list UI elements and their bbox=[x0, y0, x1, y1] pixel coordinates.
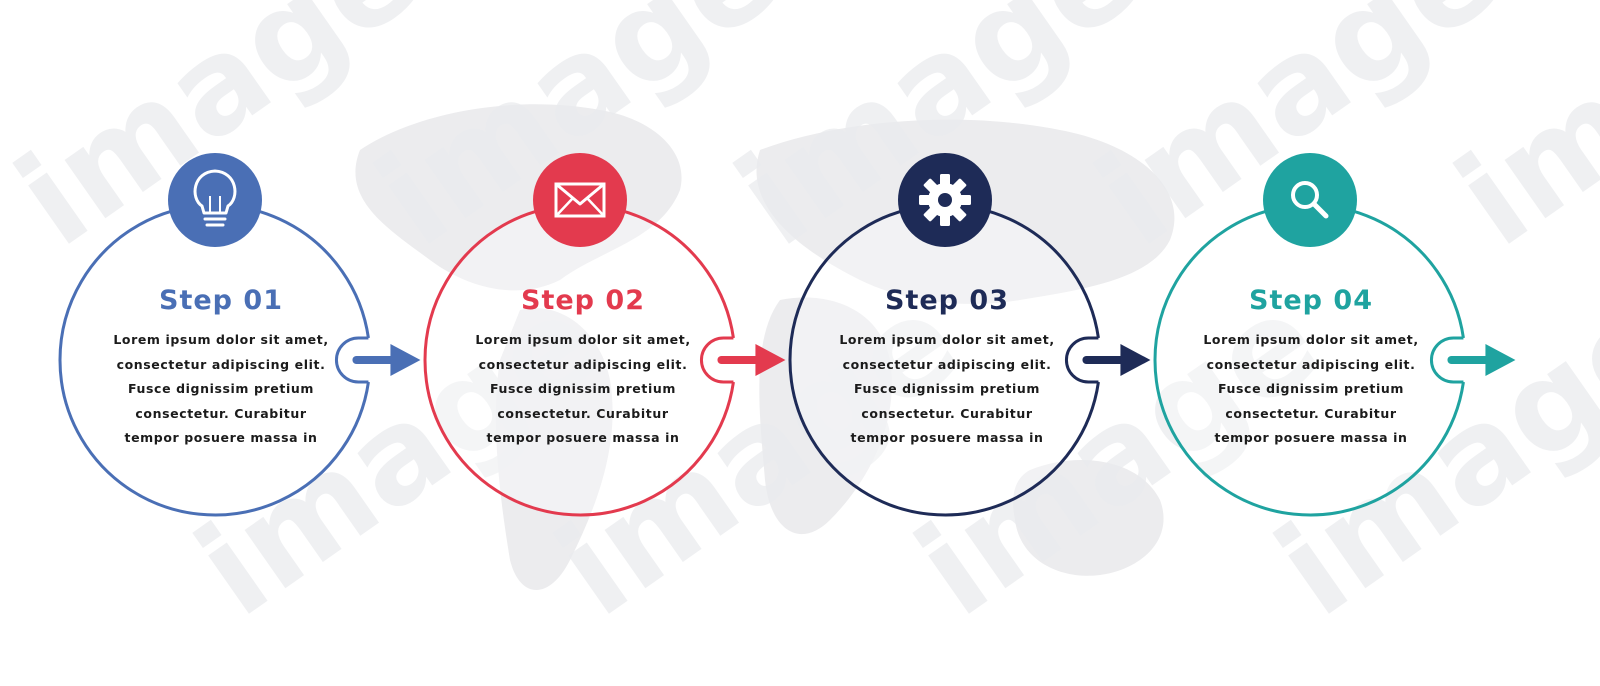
step-2-circle-fill bbox=[425, 205, 735, 515]
map-landmass-5 bbox=[1013, 460, 1164, 576]
step-4-line-5: tempor posuere massa in bbox=[1214, 430, 1408, 445]
step-4-connector-notch bbox=[1429, 336, 1464, 384]
step-3-line-5: tempor posuere massa in bbox=[850, 430, 1044, 445]
step-1-line-4: consectetur. Curabitur bbox=[135, 405, 307, 421]
step-2-line-4: consectetur. Curabitur bbox=[497, 405, 669, 421]
step-4-description: Lorem ipsum dolor sit amet, consectetur … bbox=[1176, 328, 1446, 451]
step-2-title: Step 02 bbox=[521, 285, 645, 316]
lightbulb-icon bbox=[193, 169, 237, 227]
step-3-connector-notch bbox=[1064, 336, 1099, 384]
step-3-line-1: Lorem ipsum dolor sit amet, bbox=[839, 332, 1055, 347]
world-map-background bbox=[355, 104, 1175, 590]
map-landmass-2 bbox=[495, 308, 613, 590]
step-1-title: Step 01 bbox=[159, 285, 283, 316]
step-4-line-2: consectetur adipiscing elit. bbox=[1206, 356, 1416, 372]
step-1-graphic bbox=[58, 153, 421, 517]
step-4-title: Step 04 bbox=[1249, 285, 1373, 316]
magnifier-icon-lens bbox=[1291, 181, 1319, 209]
step-3-title: Step 03 bbox=[885, 285, 1009, 316]
step-2-description: Lorem ipsum dolor sit amet, consectetur … bbox=[448, 328, 718, 451]
step-2-arrow-head bbox=[755, 344, 786, 376]
gear-icon-tooth-3 bbox=[959, 195, 971, 205]
envelope-icon-flap bbox=[555, 182, 605, 206]
step-1-description: Lorem ipsum dolor sit amet, consectetur … bbox=[86, 328, 356, 451]
magnifier-icon-handle bbox=[1311, 201, 1329, 219]
gear-icon-tooth-5 bbox=[940, 214, 950, 226]
step-4-icon-badge bbox=[1263, 153, 1357, 247]
step-3-line-2: consectetur adipiscing elit. bbox=[842, 356, 1052, 372]
gear-icon-tooth-7 bbox=[919, 195, 931, 205]
step-2-icon-badge bbox=[533, 153, 627, 247]
step-1-arrow-head bbox=[390, 344, 421, 376]
step-1-line-3: Fusce dignissim pretium bbox=[128, 381, 314, 396]
step-4-circle-fill bbox=[1155, 205, 1465, 515]
envelope-icon-folds bbox=[555, 197, 605, 217]
map-landmass-4 bbox=[759, 297, 892, 535]
step-2-line-2: consectetur adipiscing elit. bbox=[478, 356, 688, 372]
step-1-circle-fill bbox=[60, 205, 370, 515]
magnifier-icon bbox=[1291, 181, 1329, 219]
step-4-ring bbox=[1153, 203, 1465, 517]
step-1-icon-badge bbox=[168, 153, 262, 247]
step-2-ring bbox=[423, 203, 735, 517]
envelope-icon bbox=[554, 182, 606, 218]
step-3-line-4: consectetur. Curabitur bbox=[861, 405, 1033, 421]
step-1-ring bbox=[58, 203, 370, 517]
step-3-line-3: Fusce dignissim pretium bbox=[854, 381, 1040, 396]
step-2-line-3: Fusce dignissim pretium bbox=[490, 381, 676, 396]
step-2-graphic bbox=[423, 153, 786, 517]
step-3-ring bbox=[788, 203, 1100, 517]
step-1-line-2: consectetur adipiscing elit. bbox=[116, 356, 326, 372]
step-1-line-5: tempor posuere massa in bbox=[124, 430, 318, 445]
step-3-circle-fill bbox=[790, 205, 1100, 515]
step-4-graphic bbox=[1153, 153, 1516, 517]
map-landmass-1 bbox=[355, 104, 682, 291]
gear-icon bbox=[919, 174, 971, 226]
step-2-line-5: tempor posuere massa in bbox=[486, 430, 680, 445]
step-4-line-3: Fusce dignissim pretium bbox=[1218, 381, 1404, 396]
step-4-line-1: Lorem ipsum dolor sit amet, bbox=[1203, 332, 1419, 347]
step-3-arrow-head bbox=[1120, 344, 1151, 376]
step-3-graphic bbox=[788, 153, 1151, 517]
gear-icon-tooth-1 bbox=[940, 174, 950, 186]
step-1-line-1: Lorem ipsum dolor sit amet, bbox=[113, 332, 329, 347]
step-4-arrow-head bbox=[1485, 344, 1516, 376]
lightbulb-icon-bulb bbox=[193, 169, 237, 215]
envelope-icon-body bbox=[554, 182, 606, 218]
step-3-description: Lorem ipsum dolor sit amet, consectetur … bbox=[812, 328, 1082, 451]
step-2-line-1: Lorem ipsum dolor sit amet, bbox=[475, 332, 691, 347]
step-2-connector-notch bbox=[699, 336, 734, 384]
step-4-line-4: consectetur. Curabitur bbox=[1225, 405, 1397, 421]
lightbulb-icon-filament bbox=[209, 196, 221, 212]
gear-icon-hole bbox=[938, 193, 952, 207]
step-1-connector-notch bbox=[334, 336, 369, 384]
